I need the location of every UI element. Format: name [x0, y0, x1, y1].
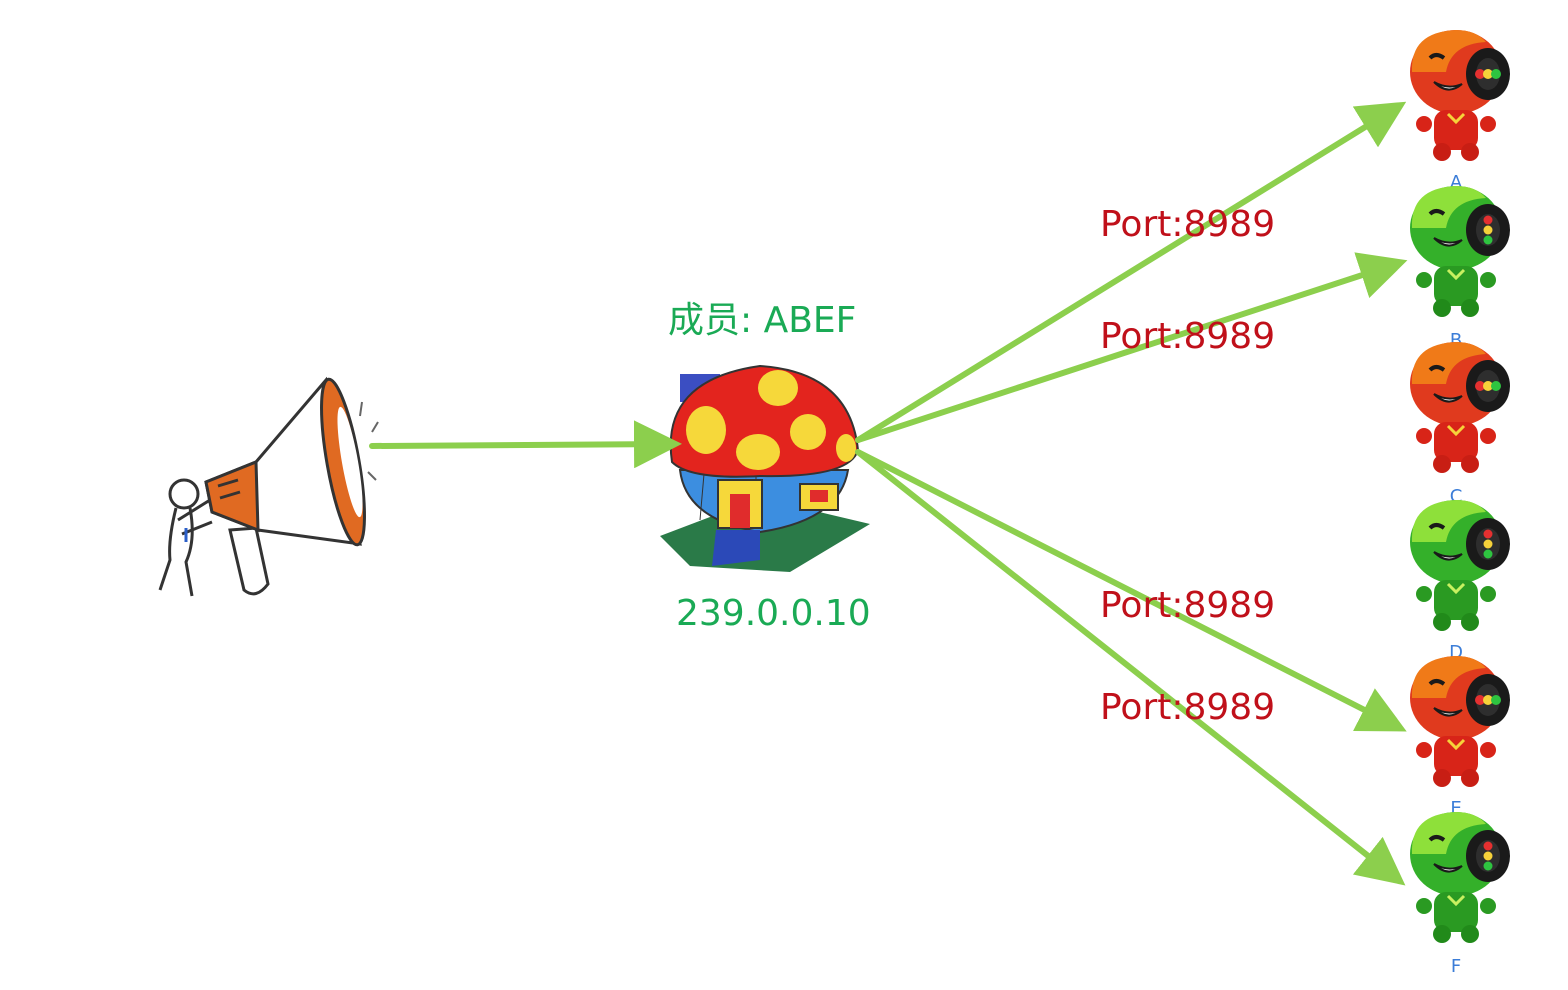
red-robot-icon [1408, 654, 1512, 789]
group-ip-label: 239.0.0.10 [676, 593, 871, 634]
group-members-label: 成员: ABEF [668, 300, 856, 341]
port-label-e: Port:8989 [1100, 585, 1275, 626]
arrow-sender-to-group [369, 420, 682, 469]
port-label-a: Port:8989 [1100, 204, 1275, 245]
green-robot-icon [1408, 498, 1512, 633]
receiver-a: A [1408, 28, 1512, 193]
port-label-f: Port:8989 [1100, 687, 1275, 728]
green-robot-icon [1408, 184, 1512, 319]
red-robot-icon [1408, 28, 1512, 163]
mushroom-house-icon [660, 364, 870, 572]
arrow-to-a [855, 101, 1407, 443]
receiver-b: B [1408, 184, 1512, 351]
arrow-to-e [855, 449, 1407, 732]
receiver-label-e: E [1450, 798, 1461, 819]
arrow-to-f [855, 449, 1406, 886]
megaphone-sender-icon [158, 376, 379, 597]
receiver-label-f: F [1451, 956, 1461, 977]
receiver-f: F [1408, 810, 1512, 977]
red-robot-icon [1408, 340, 1512, 475]
port-label-b: Port:8989 [1100, 316, 1275, 357]
receiver-e: E [1408, 654, 1512, 819]
arrows [369, 101, 1408, 886]
receiver-d: D [1408, 498, 1512, 663]
green-robot-icon [1408, 810, 1512, 945]
receiver-c: C [1408, 340, 1512, 507]
arrow-to-b [855, 252, 1408, 443]
